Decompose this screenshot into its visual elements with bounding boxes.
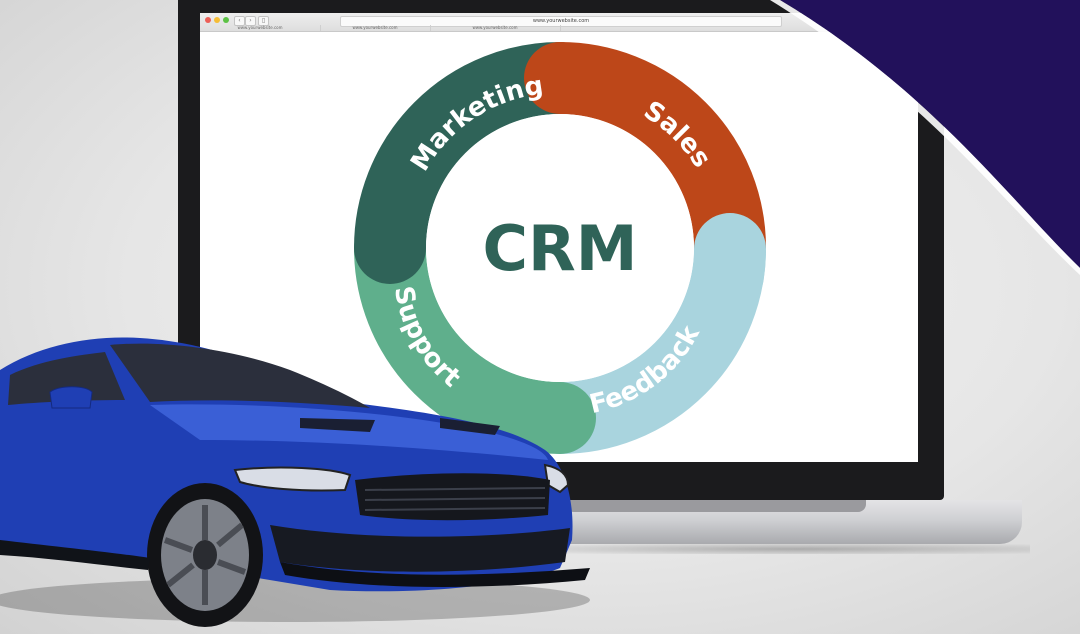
side-mirror — [49, 386, 93, 409]
address-bar[interactable]: www.yourwebsite.com — [340, 16, 782, 27]
segment-support — [354, 212, 596, 454]
browser-chrome: ‹ › ▯ www.yourwebsite.com www.yourwebsit… — [200, 13, 918, 32]
crm-cycle-diagram: CRM Marketing Sales Feedback Support — [354, 42, 766, 454]
hood-vent-left — [300, 418, 375, 432]
laptop-shadow — [560, 544, 1030, 554]
maximize-window-icon[interactable] — [223, 17, 229, 23]
front-bumper — [270, 525, 570, 572]
front-wheel — [147, 483, 263, 627]
segment-feedback-cap — [692, 213, 766, 311]
close-window-icon[interactable] — [205, 17, 211, 23]
car-side-window — [8, 352, 125, 405]
laptop-hinge — [566, 500, 866, 512]
segment-marketing — [354, 42, 596, 284]
side-skirt — [0, 540, 150, 570]
forward-arrow-icon[interactable]: › — [245, 16, 256, 26]
front-grille — [355, 473, 550, 521]
back-arrow-icon[interactable]: ‹ — [234, 16, 245, 26]
diagram-center — [426, 114, 694, 382]
grille-slats — [364, 487, 546, 511]
car-body — [0, 337, 573, 592]
sports-car-image — [0, 337, 590, 627]
crm-center-label: CRM — [483, 212, 638, 285]
front-splitter — [280, 562, 590, 587]
browser-tab[interactable]: www.yourwebsite.com — [200, 25, 321, 31]
laptop-screen: ‹ › ▯ www.yourwebsite.com www.yourwebsit… — [200, 13, 918, 462]
minimize-window-icon[interactable] — [214, 17, 220, 23]
browser-tab[interactable]: www.yourwebsite.com — [320, 25, 431, 31]
headlight-left — [233, 466, 352, 492]
tab-bar: www.yourwebsite.com www.yourwebsite.com … — [200, 25, 918, 31]
headlight-right — [543, 463, 570, 494]
car-hood-highlight — [150, 404, 548, 460]
segment-sales — [524, 42, 766, 284]
hood-vent-right — [440, 418, 500, 435]
sidebar-icon[interactable]: ▯ — [258, 16, 269, 26]
car-windshield — [110, 343, 370, 408]
browser-tab[interactable]: www.yourwebsite.com — [430, 25, 561, 31]
